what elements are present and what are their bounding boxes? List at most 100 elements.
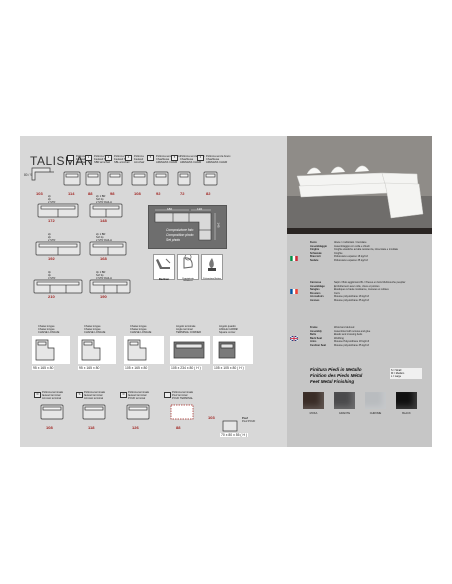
module-code: 6 <box>197 155 204 161</box>
sofa-b-label-1: 3p 1 BR <box>96 271 106 274</box>
module-code: 4 <box>125 155 132 161</box>
finish-swatch-label: MOKA <box>309 412 318 415</box>
seat-heights: 80 / 98 <box>24 173 34 177</box>
pouf-sub: Pouf POUF <box>242 420 256 423</box>
sofa-b-width: 168 <box>100 256 107 261</box>
terminal-module <box>168 402 198 424</box>
armchair-back <box>205 173 216 178</box>
chaise-module <box>170 336 210 364</box>
finish-title-en: Feet Metal Finishing <box>310 379 355 384</box>
finish-swatch-chrome <box>365 392 386 409</box>
material-value: Elastic and crossing belts <box>334 333 363 337</box>
material-value: Poliuretano espanso 18 kg/m3 <box>334 255 368 259</box>
chaise-title-3: CHAISE LONGUE <box>84 331 106 334</box>
chaise-title-3: CHAISE LONGUE <box>38 331 60 334</box>
header-en: ARMLESS CHAIR <box>206 161 228 164</box>
finish-swatch-moka <box>303 392 324 409</box>
terminal-title-2: fauteuil terminal <box>42 394 61 397</box>
material-value: Poliuretano espanso 35 kg/m3 <box>334 259 368 262</box>
material-key: Sedute <box>310 259 319 262</box>
header-en: Armchair <box>134 161 145 164</box>
material-key: Cinghie <box>310 248 320 252</box>
composition-diagram: 186 126 145 Composizione foto Compositio… <box>148 205 227 249</box>
headrest-label: Poggiatesta Headrest <box>182 278 194 282</box>
chaise-module <box>78 336 116 364</box>
chaise-title-1: Chaise longue <box>130 325 147 328</box>
sofa-b-label-2: Sof 2p <box>96 236 104 239</box>
material-value: Wood and derived <box>334 326 355 329</box>
sofa-b-label-2: Sof 3p <box>96 274 104 277</box>
finish-title-it: Finitura Piedi in Metallo <box>310 367 362 372</box>
header-en: Armchair <box>76 161 87 164</box>
sofa-b-label-1: 2p 1 BR <box>96 233 106 236</box>
material-value: Mousse polyuréthane 35 kg/m3 <box>334 344 369 347</box>
terminal-title-2: Pouf terminal <box>172 394 188 397</box>
sofa-b-label-3: 2 STR RH/LH <box>96 201 112 204</box>
terminal-title-2: fauteuil terminal <box>84 394 103 397</box>
terminal-module <box>38 402 68 424</box>
button-feature: Pulsantiera Button <box>201 254 223 280</box>
sofa-b-width: 190 <box>100 294 107 299</box>
button-label: Pulsantiera Button <box>203 278 221 280</box>
terminal-title-3: Armrest terminal <box>42 397 62 400</box>
header-it: Poltrona senza bracc. <box>180 155 206 158</box>
comp-caption-it: Composizione foto <box>166 228 194 232</box>
comp-caption-fr: Composition photo <box>166 233 194 237</box>
finish-swatch-grafite <box>334 392 355 409</box>
finish-swatch-label: CHROME <box>369 412 382 415</box>
header-fr: Fauteuil SBL <box>114 158 129 161</box>
uk-flag <box>290 336 298 341</box>
header-en: SBR armchair <box>94 161 111 164</box>
finish-swatch-label: BLACK <box>402 412 411 415</box>
header-it: Poltrona senza bracc. <box>206 155 232 158</box>
module-width: 114 <box>68 191 75 196</box>
material-key: Dossiers <box>310 291 321 295</box>
chaise-title-1: Angolo terminale <box>176 325 196 328</box>
chaise-title-1: Chaise longue <box>38 325 55 328</box>
chaise-dims: 105 x 234 x 80 ( H ) <box>170 366 202 370</box>
size-medium: M = Medium <box>391 372 405 375</box>
material-value: Cinghie elastiche ad alta resistenza, in… <box>334 248 399 252</box>
chaise-title-1: Angolo quadro <box>219 325 236 328</box>
terminal-title-1: Poltrona terminale <box>84 391 106 394</box>
pouf-dims: 70 x 80 x 55 ( H ) <box>220 433 249 437</box>
material-key: Assises <box>310 299 320 302</box>
chaise-title-1: Chaise longue <box>84 325 101 328</box>
header-en: SBL armchair <box>114 161 130 164</box>
header-en: ARMLESS CHAIR <box>180 161 202 164</box>
material-value: Assemblaggio con colla e chiodi <box>334 244 370 248</box>
module-width: 108 <box>134 191 141 196</box>
terminal-width: 126 <box>132 425 139 430</box>
module-width: 82 <box>206 191 211 196</box>
terminal-code: S <box>76 392 83 398</box>
sofa-b-label-1: 2p 1 BR <box>96 195 106 198</box>
material-key: Back Seat <box>310 336 322 340</box>
material-key: Sangles <box>310 288 320 292</box>
armchair-back <box>155 173 167 178</box>
material-value: Mousse polyuréthane 18 kg/m3 <box>334 295 369 299</box>
module-width: 72 <box>180 191 185 196</box>
terminal-module <box>124 402 154 424</box>
chaise-title-2: Angle terminal <box>176 328 193 331</box>
finish-swatch-label: GRAFITE <box>338 412 351 415</box>
sofa-b-label-2: Sof 2p <box>96 198 104 201</box>
material-value: Sapin / Bois aggloméré BL / Pieces en bo… <box>334 281 406 284</box>
header-fr: Chauffeuse <box>206 158 220 161</box>
header-it: Poltrona SBL <box>114 155 130 158</box>
module-code: 2 <box>105 155 112 161</box>
terminal-title-1: Poltrona terminale <box>172 391 194 394</box>
header-fr: Fauteuil SBR <box>94 158 110 161</box>
chaise-module <box>213 336 253 364</box>
comp-dim-2: 126 <box>197 206 203 211</box>
armchair-back <box>109 173 121 178</box>
module-code: 1 <box>85 155 92 161</box>
module-width: 88 <box>88 191 93 196</box>
